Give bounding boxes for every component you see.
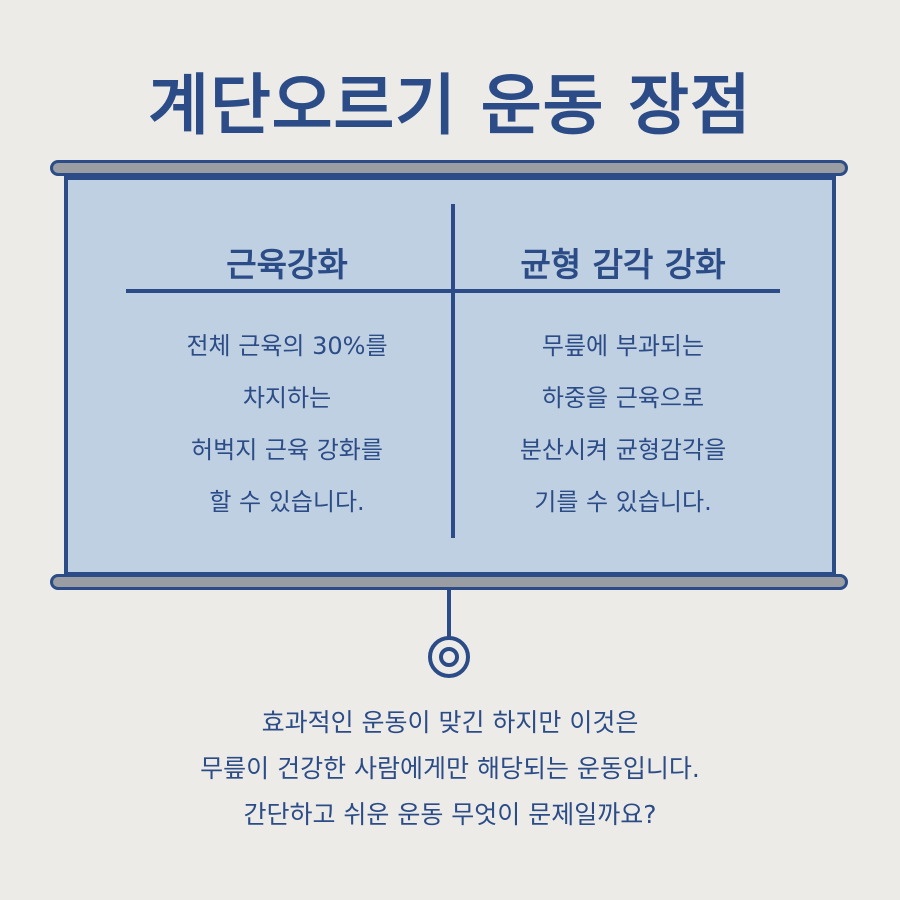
left-column-line: 차지하는 <box>242 384 332 412</box>
projector-knob-icon <box>428 636 470 678</box>
projector-bottom-rod <box>50 574 848 590</box>
right-column-body: 무릎에 부과되는 하중을 근육으로 분산시켜 균형감각을 기를 수 있습니다. <box>458 320 788 528</box>
page-title: 계단오르기 운동 장점 <box>148 67 752 144</box>
footer-text: 효과적인 운동이 맞긴 하지만 이것은 무릎이 건강한 사람에게만 해당되는 운… <box>0 700 900 838</box>
left-column-heading: 근육강화 <box>226 245 348 284</box>
left-column-line: 허벅지 근육 강화를 <box>191 436 383 464</box>
vertical-divider <box>451 204 455 538</box>
horizontal-divider <box>126 289 780 293</box>
footer-line: 무릎이 건강한 사람에게만 해당되는 운동입니다. <box>200 754 700 783</box>
right-column-line: 무릎에 부과되는 <box>541 332 705 360</box>
projector-screen: 근육강화 전체 근육의 30%를 차지하는 허벅지 근육 강화를 할 수 있습니… <box>64 176 836 576</box>
projector-top-rod <box>50 160 848 176</box>
right-column-line: 분산시켜 균형감각을 <box>519 436 727 464</box>
pull-cord <box>447 590 451 638</box>
left-column-line: 전체 근육의 30%를 <box>186 332 388 360</box>
left-column-body: 전체 근육의 30%를 차지하는 허벅지 근육 강화를 할 수 있습니다. <box>122 320 452 528</box>
knob-inner-ring <box>439 647 459 667</box>
footer-line: 간단하고 쉬운 운동 무엇이 문제일까요? <box>243 800 657 829</box>
footer-line: 효과적인 운동이 맞긴 하지만 이것은 <box>261 708 639 737</box>
right-column-line: 기를 수 있습니다. <box>534 488 712 516</box>
left-column-line: 할 수 있습니다. <box>209 488 365 516</box>
right-column-heading: 균형 감각 강화 <box>520 245 726 284</box>
right-column-line: 하중을 근육으로 <box>541 384 705 412</box>
